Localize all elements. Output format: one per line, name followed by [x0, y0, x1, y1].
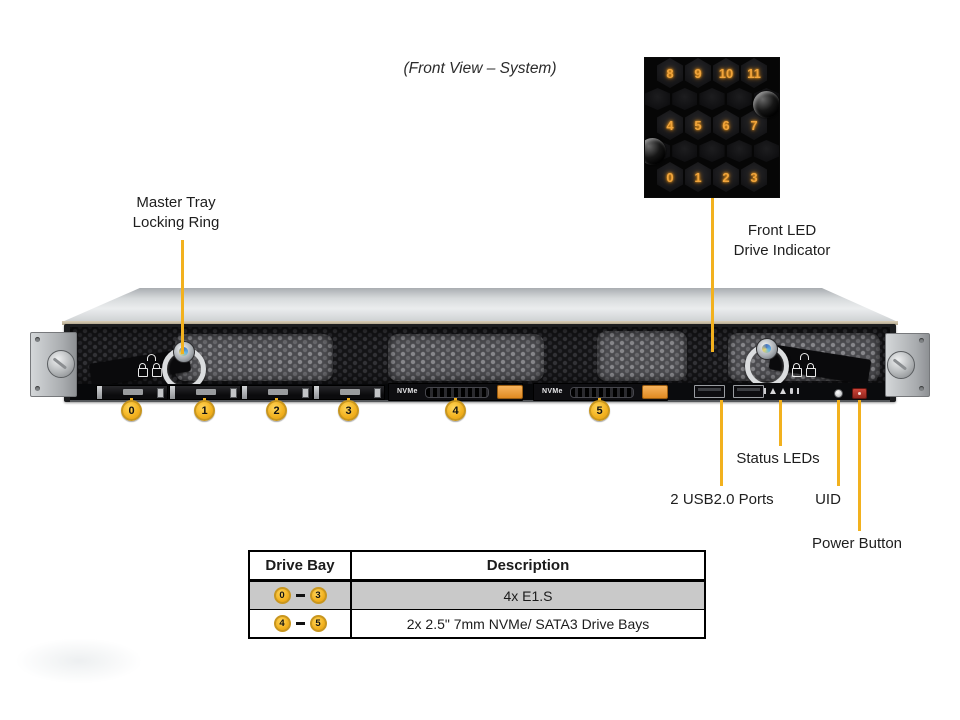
table-header-row: Drive Bay Description: [250, 552, 704, 582]
lock-icon: [153, 363, 160, 368]
drive-bay-0: [96, 385, 168, 400]
led-number: 8: [657, 58, 683, 88]
led-number: 6: [713, 110, 739, 140]
screw-glare-icon: [753, 91, 779, 118]
label-status-leds: Status LEDs: [736, 450, 820, 467]
led-number: 5: [685, 110, 711, 140]
table-row: 0 3 4x E1.S: [250, 582, 704, 610]
leader-power: [858, 400, 861, 531]
drive-bay-table: Drive Bay Description 0 3 4x E1.S 4 5 2x…: [248, 550, 706, 639]
bay-description: 2x 2.5" 7mm NVMe/ SATA3 Drive Bays: [406, 615, 650, 632]
callout-2: 2: [266, 400, 287, 421]
watermark: [15, 638, 143, 684]
lock-icon: [139, 363, 146, 368]
table-header-drive-bay: Drive Bay: [250, 552, 352, 579]
usb-port-icon: [694, 385, 725, 398]
warning-led-icon: [780, 388, 786, 394]
unlock-icon: [800, 353, 809, 360]
led-number: 3: [741, 162, 767, 192]
leader-uid: [837, 400, 840, 486]
callout-3: 3: [338, 400, 359, 421]
leader-front-led: [711, 198, 714, 352]
drive-bay-5: NVMe: [533, 383, 668, 401]
thumbscrew-icon: [47, 350, 75, 378]
bay-circle: 3: [309, 587, 327, 604]
bay-circle: 5: [309, 615, 327, 632]
chassis-lid-edge: [62, 321, 898, 325]
bay-description: 4x E1.S: [503, 587, 553, 604]
hex-mesh-filler: [645, 88, 779, 110]
power-button-icon: [852, 388, 867, 399]
chassis-top-lid: [62, 288, 898, 322]
label-power-button: Power Button: [811, 535, 903, 552]
unlock-icon: [147, 354, 156, 361]
lock-icon: [138, 368, 148, 377]
warning-led-icon: [770, 388, 776, 394]
bay-circle: 4: [273, 615, 291, 632]
leader-status-leds: [779, 400, 782, 446]
brand-badge-icon: [756, 338, 778, 360]
callout-0: 0: [121, 400, 142, 421]
lock-icon: [807, 363, 814, 368]
table-row: 4 5 2x 2.5" 7mm NVMe/ SATA3 Drive Bays: [250, 610, 704, 637]
thumbscrew-icon: [887, 351, 915, 379]
led-number: 11: [741, 58, 767, 88]
lock-icon: [152, 368, 162, 377]
info-led-icon: [764, 388, 766, 394]
hdd-led-icon: [790, 388, 793, 394]
range-dash: [295, 594, 305, 597]
uid-button-icon: [834, 389, 843, 398]
led-number: 1: [685, 162, 711, 192]
callout-5: 5: [589, 400, 610, 421]
nvme-latch-icon: [642, 385, 668, 399]
leader-master-tray: [181, 240, 184, 354]
led-number: 0: [657, 162, 683, 192]
drive-bay-2: [241, 385, 313, 400]
nvme-label: NVMe: [397, 388, 418, 395]
led-number: 4: [657, 110, 683, 140]
range-dash: [295, 622, 305, 625]
callout-4: 4: [445, 400, 466, 421]
brand-badge-icon: [173, 341, 195, 363]
usb-port-icon: [733, 385, 764, 398]
table-header-description: Description: [486, 557, 570, 574]
bay-circle: 0: [273, 587, 291, 604]
label-master-tray: Master Tray Locking Ring: [132, 194, 220, 231]
label-uid: UID: [815, 491, 841, 508]
fan-mesh-patch: [597, 331, 687, 381]
led-number: 10: [713, 58, 739, 88]
lock-icon: [793, 363, 800, 368]
status-led-icons: [764, 388, 799, 394]
lock-icon: [792, 368, 802, 377]
label-front-led: Front LED Drive Indicator: [733, 222, 831, 259]
led-number: 2: [713, 162, 739, 192]
page-title: (Front View – System): [403, 60, 557, 77]
front-led-inset-image: 8 9 10 11 4 5 6 7 0 1 2 3: [645, 58, 779, 197]
lan-led-icon: [797, 388, 799, 394]
screw-glare-icon: [645, 138, 666, 165]
nvme-latch-icon: [497, 385, 523, 399]
led-number: 9: [685, 58, 711, 88]
label-usb-ports: 2 USB2.0 Ports: [670, 491, 774, 508]
callout-1: 1: [194, 400, 215, 421]
nvme-label: NVMe: [542, 388, 563, 395]
leader-usb: [720, 400, 723, 486]
lock-icon: [806, 368, 816, 377]
fan-mesh-patch: [388, 334, 544, 381]
